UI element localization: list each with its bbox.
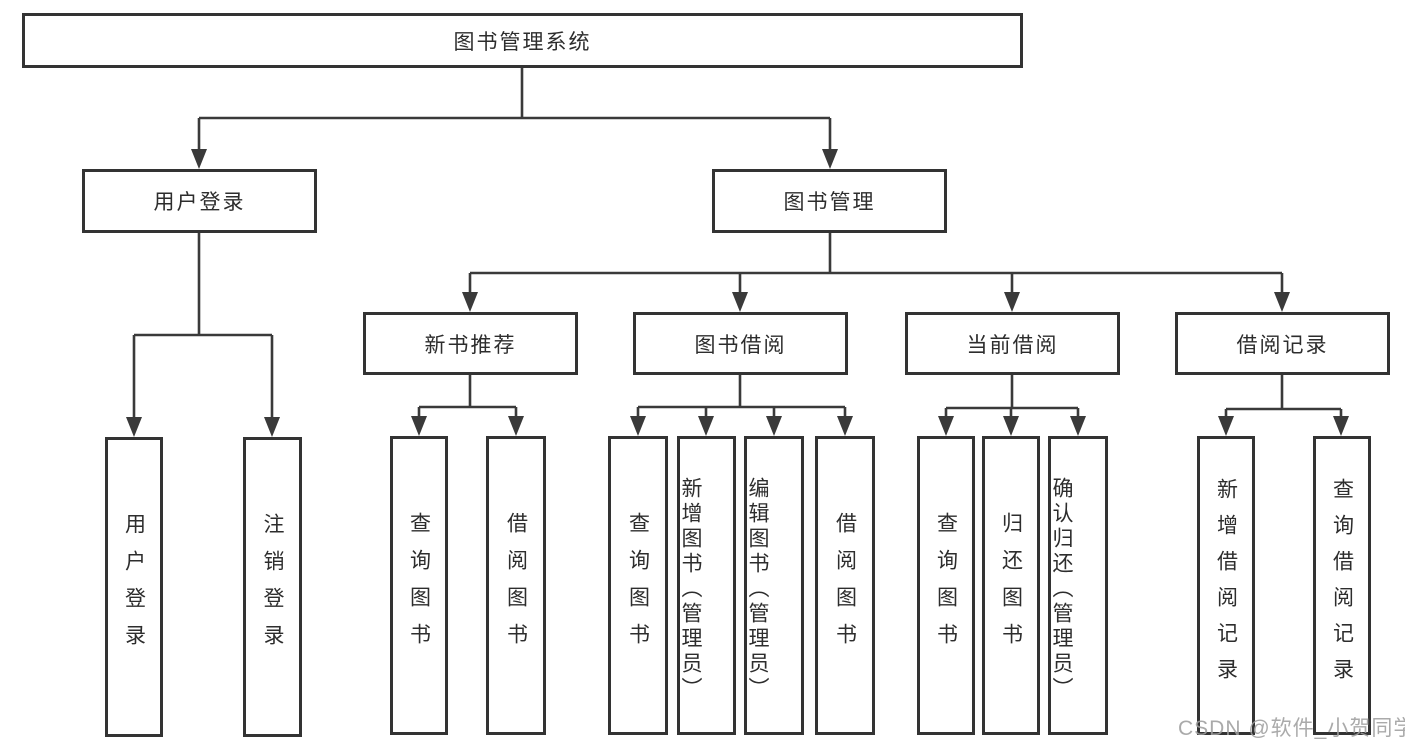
leaf-bb-borrow-books: 借阅图书 <box>815 436 875 735</box>
leaf-cb-confirm-return-admin: 确认归还（管理员） <box>1048 436 1108 735</box>
leaf-bb-borrow-books-label: 借阅图书 <box>833 511 857 660</box>
leaf-user-login-label: 用户登录 <box>122 513 146 661</box>
leaf-nb-borrow-books-label: 借阅图书 <box>504 511 528 660</box>
node-new-book-recommend: 新书推荐 <box>363 312 578 375</box>
node-root: 图书管理系统 <box>22 13 1023 68</box>
node-borrowing-records: 借阅记录 <box>1175 312 1390 375</box>
leaf-bb-query-books: 查询图书 <box>608 436 668 735</box>
leaf-br-add-record-label: 新增借阅记录 <box>1214 477 1238 694</box>
csdn-watermark: CSDN @软件_小贺同学 <box>1178 717 1405 740</box>
leaf-nb-query-books-label: 查询图书 <box>407 511 431 660</box>
node-book-management: 图书管理 <box>712 169 947 233</box>
node-book-borrowing: 图书借阅 <box>633 312 848 375</box>
leaf-bb-edit-books-admin-label: 编辑图书（管理员） <box>746 477 769 702</box>
node-current-borrowing: 当前借阅 <box>905 312 1120 375</box>
leaf-bb-add-books-admin: 新增图书（管理员） <box>677 436 736 735</box>
leaf-br-query-record: 查询借阅记录 <box>1313 436 1371 735</box>
leaf-logout: 注销登录 <box>243 437 302 737</box>
leaf-bb-add-books-admin-label: 新增图书（管理员） <box>679 477 702 702</box>
leaf-nb-borrow-books: 借阅图书 <box>486 436 546 735</box>
leaf-br-add-record: 新增借阅记录 <box>1197 436 1255 735</box>
node-book-borrowing-label: 图书借阅 <box>694 333 787 357</box>
leaf-cb-confirm-return-admin-label: 确认归还（管理员） <box>1050 477 1073 702</box>
leaf-cb-return-books-label: 归还图书 <box>999 511 1023 660</box>
node-user-login-label: 用户登录 <box>153 191 246 214</box>
leaf-cb-query-books-label: 查询图书 <box>934 511 958 660</box>
node-user-login: 用户登录 <box>82 169 317 233</box>
node-borrowing-records-label: 借阅记录 <box>1236 333 1329 357</box>
leaf-bb-edit-books-admin: 编辑图书（管理员） <box>744 436 804 735</box>
leaf-bb-query-books-label: 查询图书 <box>626 511 650 660</box>
leaf-nb-query-books: 查询图书 <box>390 436 448 735</box>
leaf-br-query-record-label: 查询借阅记录 <box>1330 477 1354 694</box>
leaf-logout-label: 注销登录 <box>261 513 284 661</box>
leaf-cb-return-books: 归还图书 <box>982 436 1040 735</box>
leaf-user-login: 用户登录 <box>105 437 163 737</box>
node-current-borrowing-label: 当前借阅 <box>966 333 1059 357</box>
node-book-management-label: 图书管理 <box>783 191 876 214</box>
node-new-book-recommend-label: 新书推荐 <box>424 333 517 357</box>
node-root-label: 图书管理系统 <box>453 30 592 54</box>
leaf-cb-query-books: 查询图书 <box>917 436 975 735</box>
